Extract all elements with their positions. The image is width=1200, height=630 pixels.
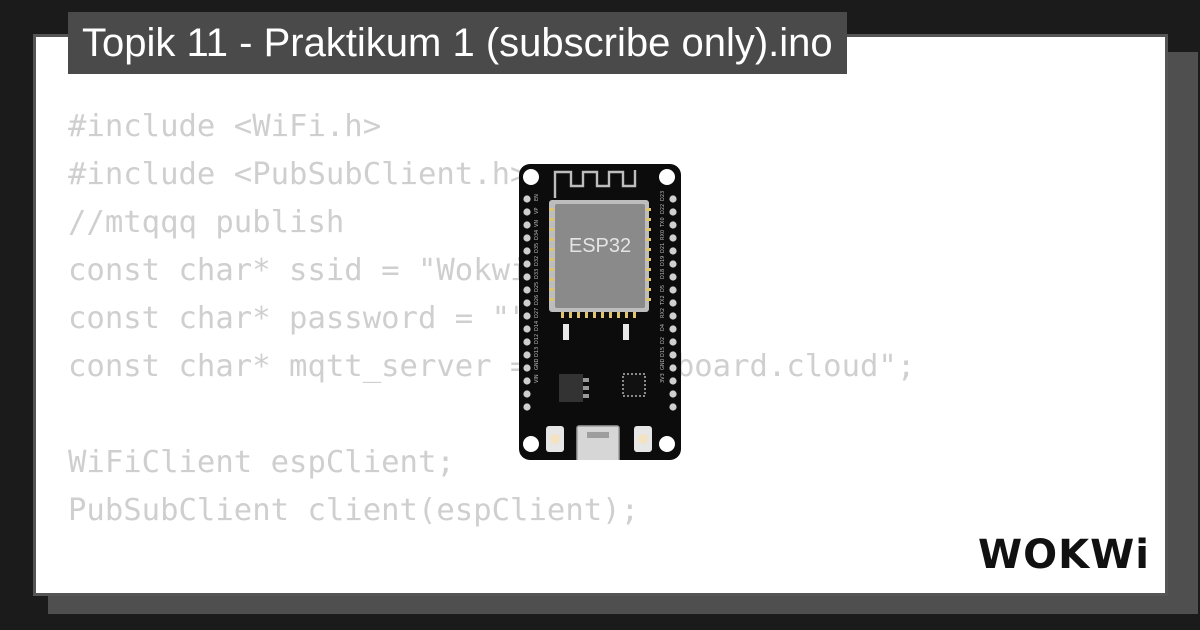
pin-label: VP bbox=[534, 208, 540, 214]
code-line: #include <PubSubClient.h> bbox=[68, 157, 529, 192]
pin-label: D15 bbox=[660, 347, 666, 357]
pin-label: D2 bbox=[660, 337, 666, 344]
wokwi-logo: WOKWi bbox=[978, 532, 1150, 576]
mounting-hole bbox=[523, 436, 539, 452]
chip bbox=[555, 204, 645, 308]
gpio-pins bbox=[523, 195, 677, 411]
code-line: const char* mqtt_server = "thingsboard.c… bbox=[68, 349, 916, 384]
pin-label: D22 bbox=[660, 204, 666, 214]
wokwi-logo-text: WOKWi bbox=[978, 532, 1150, 576]
pin-label: D12 bbox=[534, 334, 540, 344]
pin-label: D32 bbox=[534, 256, 540, 266]
usb-uart-chip bbox=[622, 373, 646, 397]
code-line: const char* ssid = "Wokwi-GUEST"; bbox=[68, 253, 676, 288]
pin-label: D13 bbox=[534, 347, 540, 357]
pin-label: TX2 bbox=[660, 295, 666, 306]
mounting-hole bbox=[523, 169, 539, 185]
chip-label: ESP32 bbox=[569, 235, 631, 257]
mounting-hole bbox=[659, 169, 675, 185]
pin-label: D25 bbox=[534, 282, 540, 292]
mounting-hole bbox=[659, 436, 675, 452]
code-preview: #include <WiFi.h> #include <PubSubClient.… bbox=[68, 103, 916, 593]
code-line: void setup_wifi() { bbox=[68, 583, 915, 593]
pin-label: 3V3 bbox=[660, 373, 666, 383]
smd-capacitor bbox=[623, 324, 629, 340]
pin-label: D33 bbox=[534, 269, 540, 279]
project-title: Topik 11 - Praktikum 1 (subscribe only).… bbox=[68, 12, 847, 74]
pin-label: RX2 bbox=[660, 308, 666, 318]
voltage-regulator bbox=[559, 374, 583, 402]
code-line: //mtqqq publish bbox=[68, 205, 345, 240]
pin-label: D26 bbox=[534, 295, 540, 305]
pin-label: D23 bbox=[660, 191, 666, 201]
pin-label: D14 bbox=[534, 321, 540, 331]
code-line: PubSubClient client(espClient); bbox=[68, 493, 639, 528]
pin-label: D27 bbox=[534, 308, 540, 318]
usb-port bbox=[576, 425, 620, 460]
pin-label: GND bbox=[534, 358, 540, 370]
code-line: const char* password = ""; bbox=[68, 301, 547, 336]
pin-label: D5 bbox=[660, 285, 666, 292]
pin-label: D19 bbox=[660, 256, 666, 266]
pin-label: VN bbox=[534, 220, 540, 227]
esp32-board: ESP32 EN VP VN D34 D35 D32 D33 D25 D26 D… bbox=[519, 164, 681, 460]
pin-label: D18 bbox=[660, 269, 666, 279]
pin-label: D35 bbox=[534, 243, 540, 253]
code-line bbox=[68, 535, 915, 583]
code-line: WiFiClient espClient; bbox=[68, 445, 455, 480]
pin-label: EN bbox=[534, 194, 540, 201]
pin-label: TX0 bbox=[660, 217, 666, 228]
pin-label: RX0 bbox=[660, 230, 666, 240]
pin-label: GND bbox=[660, 358, 666, 370]
chip-pads bbox=[549, 208, 651, 318]
pin-label: D34 bbox=[534, 230, 540, 240]
pin-label: VIN bbox=[534, 374, 540, 383]
pin-label: D4 bbox=[660, 324, 666, 331]
antenna-trace bbox=[553, 170, 637, 198]
smd-capacitor bbox=[563, 324, 569, 340]
pin-label: D21 bbox=[660, 243, 666, 253]
code-line: #include <WiFi.h> bbox=[68, 109, 382, 144]
code-line bbox=[68, 391, 915, 439]
